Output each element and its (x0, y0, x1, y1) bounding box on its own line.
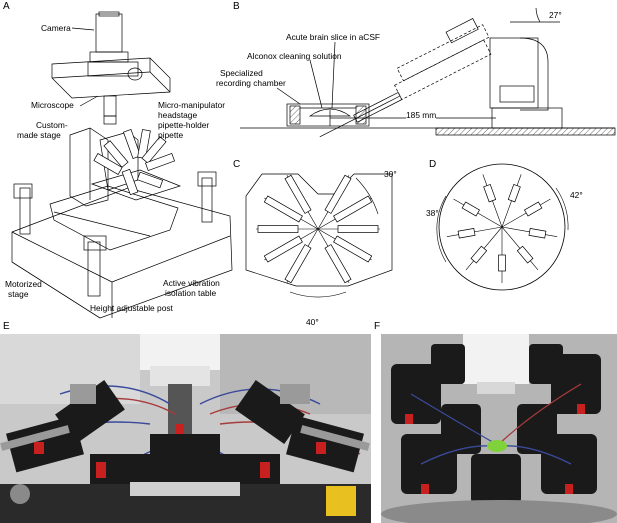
label-motorized-1: Motorized (5, 279, 42, 289)
panel-d-manipulator (528, 228, 547, 239)
panel-c-manipulator (263, 235, 303, 263)
label-manipulator-1: Micro-manipulator (158, 100, 226, 110)
label-motorized-2: stage (8, 289, 29, 299)
photo-f-rendering (381, 334, 617, 523)
panel-d-manipulator (507, 184, 521, 203)
label-angle-d-left: 38° (426, 208, 439, 218)
manipulator-array-d (446, 174, 558, 283)
panel-a-letter: A (3, 1, 10, 12)
label-manipulator-3: pipette-holder (158, 120, 210, 130)
rig-photo-e (0, 334, 371, 523)
panel-c-manipulator (324, 244, 352, 284)
panel-c-letter: C (233, 159, 241, 170)
label-distance: 185 mm (406, 110, 437, 121)
panel-b-letter: B (233, 1, 240, 12)
panel-d-manipulator (524, 201, 543, 217)
label-microscope: Microscope (31, 100, 74, 110)
panel-d-letter: D (429, 159, 437, 170)
label-chamber-1: Specialized (220, 68, 263, 78)
panel-c-manipulator (324, 174, 352, 214)
manipulators-a (93, 129, 175, 196)
label-vibration-1: Active vibration (163, 278, 220, 288)
panel-c-manipulator (257, 225, 299, 233)
photo-e-rendering (0, 334, 371, 523)
label-post: Height adjustable post (90, 303, 173, 313)
label-angle-c-top: 30° (384, 169, 397, 179)
manipulator-array-c (256, 174, 380, 284)
panel-f-letter: F (374, 321, 381, 332)
panel-d-manipulator (498, 254, 506, 272)
label-vibration-2: isolation table (165, 288, 217, 298)
panel-d-manipulator (483, 184, 497, 203)
recording-chamber (286, 103, 370, 127)
label-angle-d-right: 42° (570, 190, 583, 200)
panel-e-letter: E (3, 321, 10, 332)
label-custom-stage-2: made stage (17, 130, 61, 140)
panel-d-manipulator (457, 228, 476, 239)
label-angle-b: 27° (549, 10, 562, 20)
panel-c-manipulator (337, 225, 379, 233)
label-manipulator-2: headstage (158, 110, 198, 120)
label-custom-stage-1: Custom- (36, 120, 68, 130)
panel-c-manipulator (284, 174, 312, 214)
label-slice: Acute brain slice in aCSF (286, 32, 381, 42)
panel-c-manipulator (284, 244, 312, 284)
label-angle-c-bottom: 40° (306, 317, 319, 327)
label-chamber-2: recording chamber (216, 78, 286, 88)
panel-d-manipulator (470, 245, 488, 264)
panel-c-manipulator (333, 235, 373, 263)
label-camera: Camera (41, 23, 71, 33)
panel-c-manipulator (263, 195, 303, 223)
panel-d-manipulator (516, 245, 534, 264)
rig-photo-f (381, 334, 617, 523)
panel-c-manipulator (333, 195, 373, 223)
panel-d-manipulator (461, 201, 480, 217)
label-manipulator-4: pipette (158, 130, 184, 140)
label-cleaning: Alconox cleaning solution (247, 51, 342, 61)
